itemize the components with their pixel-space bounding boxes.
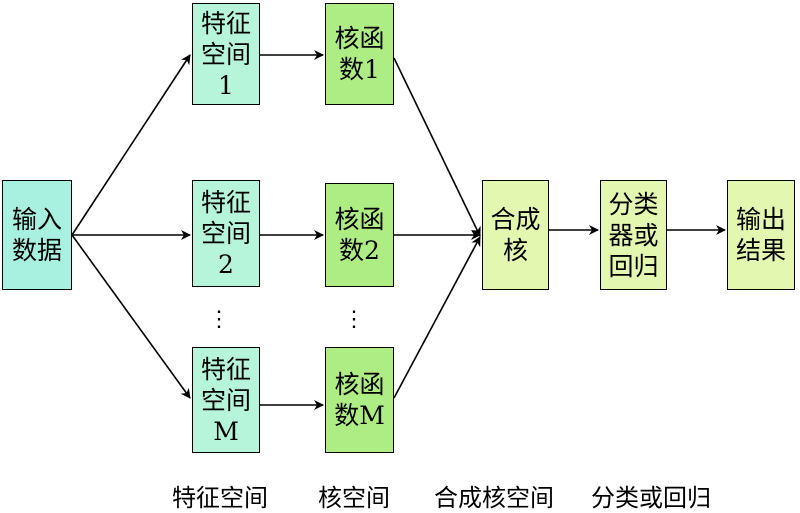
kernel-function-1-node: 核函 数1 — [325, 3, 394, 105]
feature-space-2-label: 特征 空间 2 — [200, 188, 251, 279]
output-result-node: 输出 结果 — [727, 180, 795, 290]
edge-input-feature-1 — [71, 54, 191, 236]
edge-kernel-1-combine — [393, 57, 481, 237]
feature-ellipsis: ⋮ — [208, 307, 230, 332]
kernel-function-m-node: 核函 数M — [325, 347, 394, 453]
caption-feature-space: 特征空间 — [172, 484, 268, 512]
feature-space-1-node: 特征 空间 1 — [192, 3, 260, 105]
feature-space-1-label: 特征 空间 1 — [200, 8, 251, 100]
classifier-label: 分类 器或 回归 — [608, 189, 659, 281]
combined-kernel-label: 合成 核 — [490, 205, 541, 265]
caption-classify-regress: 分类或回归 — [591, 484, 711, 512]
combined-kernel-node: 合成 核 — [482, 180, 549, 290]
kernel-function-2-label: 核函 数2 — [334, 205, 385, 265]
feature-space-m-node: 特征 空间 M — [192, 347, 260, 453]
kernel-ellipsis: ⋮ — [343, 307, 365, 332]
input-data-label: 输入 数据 — [11, 205, 62, 265]
classifier-node: 分类 器或 回归 — [600, 180, 667, 290]
kernel-function-m-label: 核函 数M — [334, 370, 385, 430]
output-result-label: 输出 结果 — [735, 205, 786, 265]
feature-space-m-label: 特征 空间 M — [200, 354, 251, 446]
edge-input-feature-m — [71, 234, 191, 399]
feature-space-2-node: 特征 空间 2 — [192, 180, 260, 287]
caption-kernel-space: 核空间 — [318, 484, 390, 512]
caption-combined-space: 合成核空间 — [434, 484, 554, 512]
input-data-node: 输入 数据 — [2, 180, 72, 290]
kernel-function-2-node: 核函 数2 — [325, 183, 394, 287]
kernel-function-1-label: 核函 数1 — [334, 24, 385, 84]
edge-kernel-m-combine — [393, 236, 481, 399]
